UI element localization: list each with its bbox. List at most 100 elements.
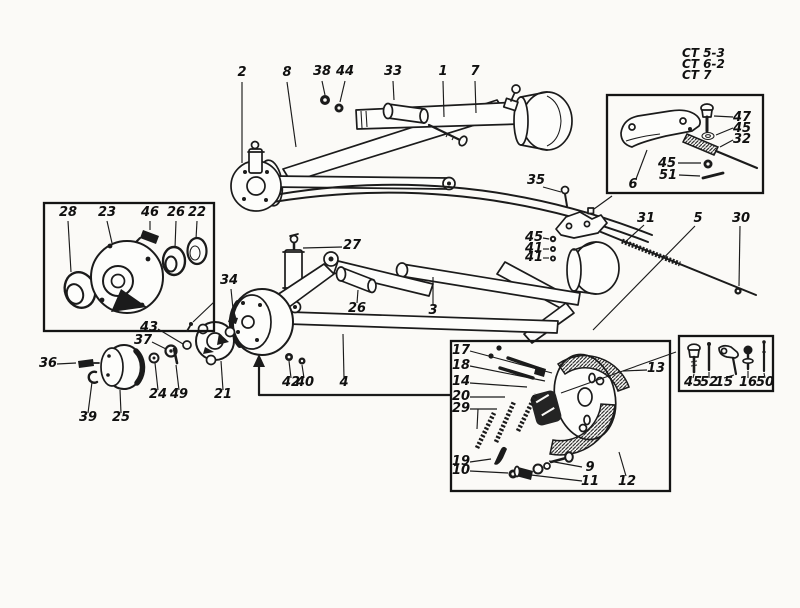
leader-line-8 (286, 81, 297, 148)
part-callout-24: 24 (149, 387, 167, 402)
leader-line-7 (474, 80, 477, 114)
leader-line-28 (67, 220, 72, 273)
rear-arm-assembly-drawing (228, 233, 620, 356)
part-callout-52: 52 (700, 375, 718, 390)
leader-line-45 (542, 237, 550, 240)
leader-line-51 (678, 174, 701, 177)
leader-line-32 (719, 139, 734, 148)
leader-line-26 (174, 220, 177, 249)
spring-drawing (515, 392, 539, 433)
ring-22-drawing (186, 236, 208, 266)
inset-border-brake (449, 339, 672, 493)
leader-line-38 (321, 80, 326, 96)
leader-line-9 (548, 460, 583, 468)
part-callout-36: 36 (39, 356, 57, 371)
part-callout-46: 46 (140, 205, 159, 220)
spring-20-drawing (493, 401, 517, 443)
part-callout-4: 4 (338, 375, 348, 390)
leader-line-6 (635, 149, 648, 180)
part-callout-13: 13 (647, 361, 665, 376)
hub-parts-row-drawing (78, 321, 306, 390)
leader-line-14 (469, 382, 528, 388)
part-callout-15: 15 (715, 375, 733, 390)
leader-line-47 (713, 115, 734, 118)
part-callout-38: 38 (313, 64, 331, 79)
leader-line-12 (618, 451, 627, 477)
torsion-bar-31-drawing (600, 231, 757, 296)
shock-absorber-drawing (289, 234, 299, 244)
rod-18-drawing (498, 366, 535, 380)
leader-line-18 (469, 365, 546, 382)
part-callout-19: 19 (452, 454, 470, 469)
leader-line-25 (119, 389, 122, 414)
brake-inset-box (449, 339, 677, 493)
pin-36-drawing (78, 359, 94, 368)
bolt-46-drawing (140, 230, 159, 244)
part-callout-10: 10 (452, 463, 470, 478)
part-callout-18: 18 (452, 358, 470, 373)
part-callout-44: 44 (335, 64, 354, 79)
part-callout-11: 11 (581, 474, 599, 489)
part-callout-17: 17 (452, 343, 471, 358)
leader-line-36 (56, 362, 77, 365)
part-callout-26: 26 (348, 301, 366, 316)
brake-shoe-13-drawing (556, 354, 630, 392)
part-callout-47: 47 (732, 110, 752, 125)
arm-tube-4-drawing (287, 311, 559, 334)
clip-34-drawing (228, 316, 238, 324)
part-callout-31: 31 (637, 211, 655, 226)
spring-pot-drawing (521, 91, 573, 151)
leader-line-11 (530, 474, 583, 482)
bolt-35-drawing (560, 185, 570, 195)
hub-inset-box (42, 201, 216, 333)
leader-line-27 (302, 246, 343, 249)
leader-line-45 (715, 127, 734, 136)
part-callout-21: 21 (214, 387, 232, 402)
knife-edge-bracket-drawing (555, 211, 608, 239)
leader-line-50 (763, 372, 766, 379)
washer-45-drawing (701, 131, 715, 141)
leader-line-43 (157, 328, 184, 345)
part-callout-33: 33 (384, 64, 402, 79)
leader-line-22 (195, 220, 198, 240)
part-callout-49: 49 (169, 387, 188, 402)
part-callout-26: 26 (167, 205, 185, 220)
axle-tube-drawing (355, 101, 522, 130)
leader-line-49 (175, 364, 180, 391)
part-callout-23: 23 (98, 205, 116, 220)
part-callout-45: 45 (657, 156, 676, 171)
knob-16-drawing (743, 345, 753, 355)
wheel-cylinder-drawing (530, 390, 562, 426)
leader-line-34 (230, 288, 234, 310)
plate-code-1: CT 5-3 (682, 46, 725, 60)
leader-line-13 (622, 369, 648, 372)
pointer-arrow (253, 354, 453, 397)
part-callout-3: 3 (428, 303, 437, 318)
part-callout-45: 45 (683, 375, 702, 390)
leader-line-37 (151, 341, 167, 350)
part-callout-30: 30 (732, 211, 750, 226)
up-arrow-icon (253, 354, 265, 367)
spring-29-drawing (474, 411, 497, 450)
part-callout-35: 35 (527, 173, 545, 188)
part-callout-5: 5 (693, 211, 702, 226)
leader-line-45 (692, 373, 695, 379)
part-callout-16: 16 (739, 375, 757, 390)
leader-line-35 (542, 186, 562, 193)
part-callout-39: 39 (79, 410, 97, 425)
tie-rod-drawing (271, 175, 450, 190)
fastener-inset-box (677, 334, 775, 393)
leader-line-29 (476, 408, 479, 430)
leader-line-21 (220, 360, 224, 391)
plate-codes: CT 5-3 CT 6-2 CT 7 (682, 46, 725, 82)
part-callout-41: 41 (524, 241, 543, 256)
part-callout-27: 27 (343, 238, 362, 253)
inset-border-bracket (605, 93, 765, 195)
leader-line-1 (442, 80, 445, 118)
leader-line-19 (469, 458, 492, 463)
part-callout-43: 43 (139, 320, 158, 335)
linkage-drawing (549, 195, 757, 296)
inset-border-hub (42, 201, 216, 333)
link-pin-32-drawing (681, 133, 720, 156)
